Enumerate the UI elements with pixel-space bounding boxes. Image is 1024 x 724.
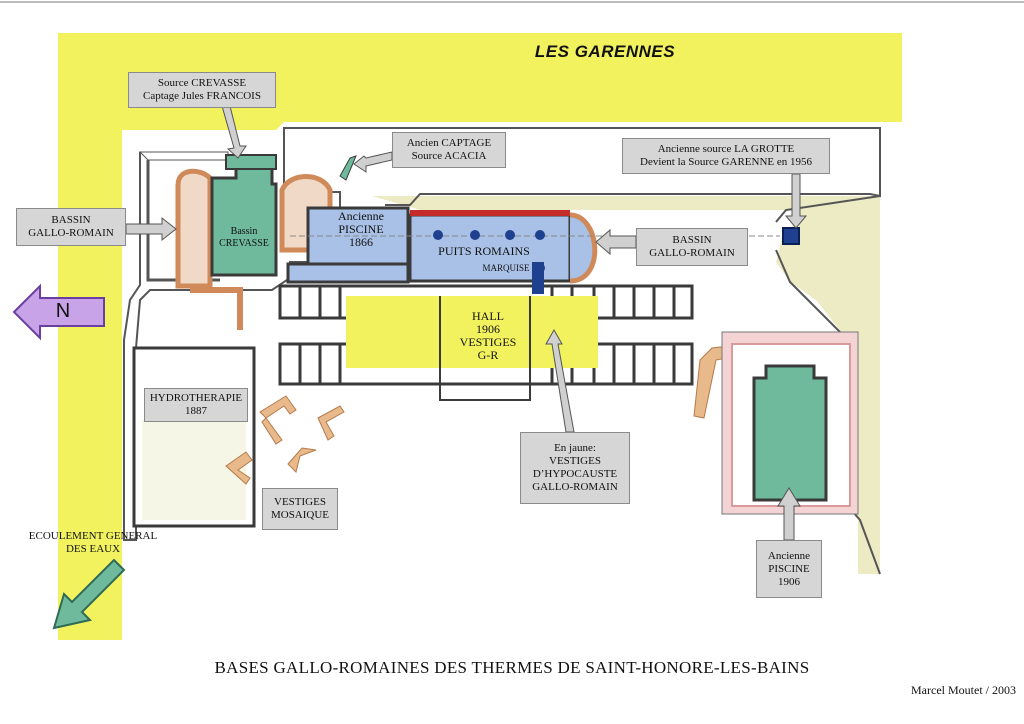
puits-3 (505, 230, 515, 240)
label-source-crevasse: Source CREVASSE Captage Jules FRANCOIS (128, 72, 276, 108)
source-acacia-marker (339, 155, 357, 181)
label-en-jaune: En jaune: VESTIGES D’HYPOCAUSTE GALLO-RO… (520, 432, 630, 504)
bath-channel (190, 287, 243, 330)
label-bassin-right: BASSIN GALLO-ROMAIN (636, 228, 748, 266)
red-wall (410, 210, 570, 216)
inplan-hall: HALL 1906 VESTIGES G-R (459, 309, 517, 362)
label-piscine-1906: Ancienne PISCINE 1906 (756, 540, 822, 598)
label-ancienne-source: Ancienne source LA GROTTE Devient la Sou… (622, 138, 830, 174)
inplan-puits-romains: PUITS ROMAINS (438, 244, 530, 258)
puits-4 (535, 230, 545, 240)
label-vestiges-mosaique: VESTIGES MOSAIQUE (262, 488, 338, 530)
wall-top-left (138, 151, 229, 161)
inplan-bassin-crevasse: Bassin CREVASSE (219, 226, 269, 249)
source-garenne-marker (782, 227, 800, 245)
marquise-post (532, 262, 544, 294)
puits-1 (433, 230, 443, 240)
hall-walls (439, 296, 531, 401)
bassin-apse (569, 212, 598, 284)
map-title: BASES GALLO-ROMAINES DES THERMES DE SAIN… (214, 658, 810, 677)
inplan-marquise: MARQUISE (482, 263, 530, 273)
label-ancien-captage: Ancien CAPTAGE Source ACACIA (392, 132, 506, 168)
label-hydrotherapie: HYDROTHERAPIE 1887 (144, 388, 248, 422)
captage-crevasse (225, 154, 277, 170)
bassin-crevasse (210, 163, 278, 277)
site-outline (123, 127, 881, 541)
callout-arrows (125, 105, 808, 541)
hydrotherapie-floor (142, 420, 246, 520)
arched-bath-left (175, 168, 213, 289)
piscine-1866-annex (286, 262, 410, 284)
map-credit: Marcel Moutet / 2003 (911, 683, 1016, 697)
flow-arrow-icon (52, 558, 126, 630)
north-label: N (55, 300, 71, 322)
terrain-right (372, 196, 880, 574)
inplan-piscine-1866: Ancienne PISCINE 1866 (338, 209, 384, 249)
mosaic-fragments (225, 395, 345, 485)
piscine-1906-basin (752, 364, 828, 502)
label-bassin-left: BASSIN GALLO-ROMAIN (16, 208, 126, 246)
flow-label: ECOULEMENT GENERAL DES EAUX (28, 530, 158, 555)
les-garennes-label: LES GARENNES (534, 42, 676, 61)
north-arrow-icon (12, 283, 105, 341)
puits-2 (470, 230, 480, 240)
